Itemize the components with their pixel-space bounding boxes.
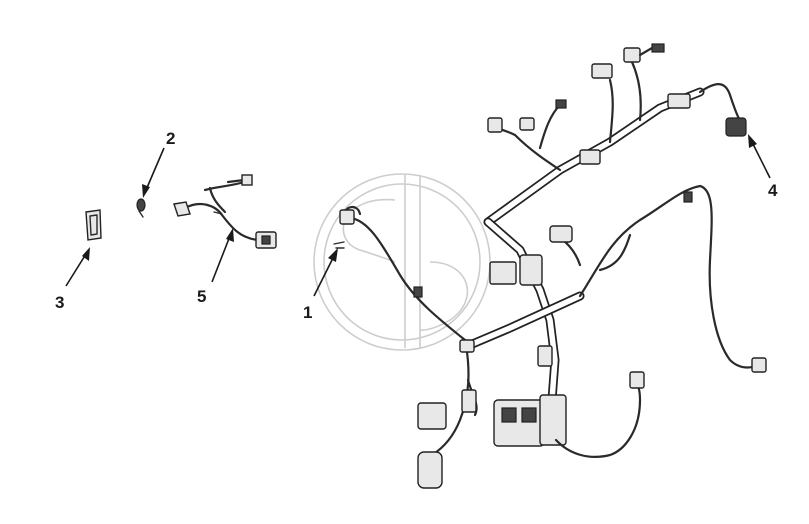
- callout-label-3: 3: [55, 293, 64, 312]
- callout-label-2: 2: [166, 129, 175, 148]
- part-5-sub-harness: [173, 174, 277, 249]
- callout-label-1: 1: [303, 303, 312, 322]
- part-3-grommet: [85, 209, 102, 241]
- watermark-logo: [313, 173, 491, 351]
- callout-arrow-2: [142, 147, 165, 198]
- callout-arrow-3: [65, 247, 90, 287]
- callout-label-4: 4: [768, 181, 778, 200]
- part-2-clip: [136, 198, 146, 218]
- main-wiring-harness: [339, 43, 767, 489]
- callout-arrow-1: [313, 248, 338, 297]
- callout-arrow-5: [211, 228, 234, 283]
- callout-label-5: 5: [197, 287, 206, 306]
- part-1-clip: [333, 241, 345, 249]
- callout-arrow-4: [748, 134, 771, 179]
